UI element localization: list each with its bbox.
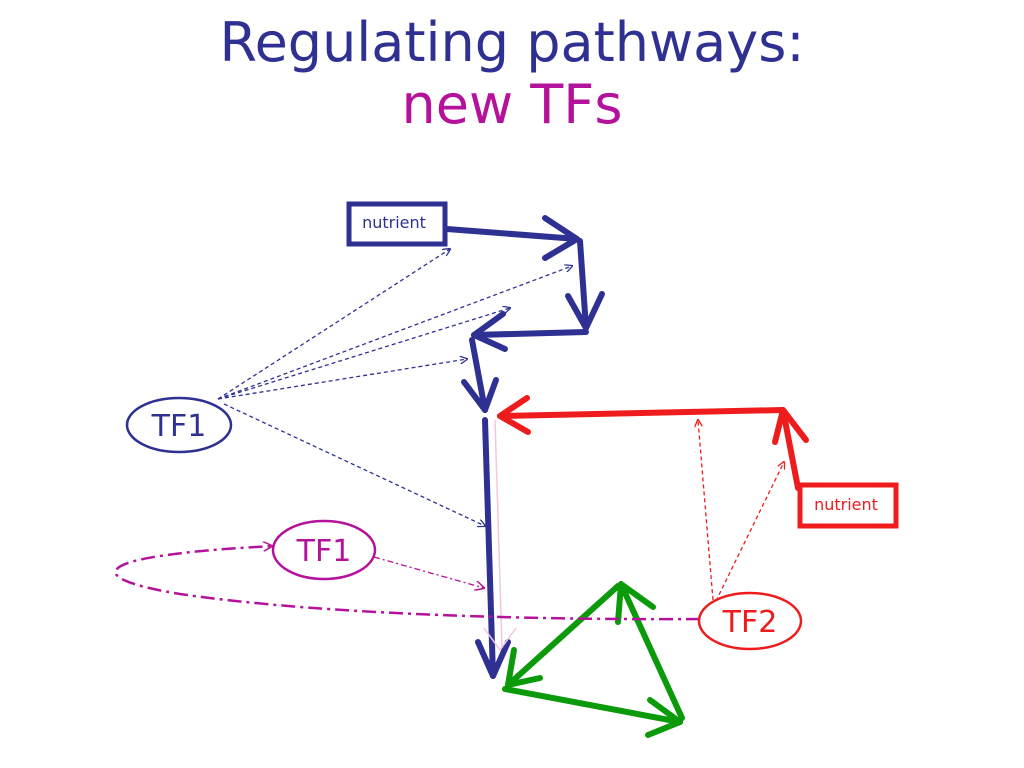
red-arrowhead-2: [497, 395, 531, 435]
magenta-loop: [114, 546, 701, 621]
green-edge-2: [618, 581, 685, 721]
nutrient-blue-label: nutrient: [362, 213, 426, 232]
green-arrowhead-3: [505, 647, 543, 688]
red-pathway: [497, 395, 809, 491]
reg-arrow-5: [223, 403, 485, 526]
reg-arrow-mag: [373, 556, 484, 588]
title-line-1: Regulating pathways:: [219, 11, 805, 74]
blue-arrowhead-4: [461, 377, 499, 413]
nutrient-blue-node: nutrient: [346, 201, 448, 247]
red-edge-1: [780, 407, 801, 491]
loop-path: [114, 546, 701, 621]
tf1-magenta-regulation: [373, 556, 484, 588]
green-edge-3: [505, 583, 621, 688]
reg-arrow-1: [217, 249, 450, 400]
slide-title: Regulating pathways: new TFs: [0, 12, 1024, 136]
tf2-red-node: TF2: [697, 591, 803, 651]
reg-arrow-4: [217, 359, 467, 400]
nutrient-red-label: nutrient: [814, 495, 878, 514]
blue-edge-1: [444, 226, 580, 242]
tf1-magenta-label: TF1: [296, 534, 352, 569]
blue-edge-5: [482, 417, 496, 679]
blue-edge-3: [471, 329, 589, 338]
tf2-red-label: TF2: [722, 605, 778, 640]
reg-arrow-red-1: [698, 420, 714, 601]
green-edge-1: [502, 686, 683, 725]
green-arrowhead-2: [615, 581, 656, 625]
blue-arrowhead-1: [542, 215, 580, 261]
blue-arrowhead-5: [475, 639, 511, 679]
green-arrowhead-1: [645, 697, 683, 738]
reg-arrow-red-2: [715, 462, 784, 602]
title-line-2: new TFs: [401, 73, 623, 136]
tf1-blue-node: TF1: [125, 396, 233, 454]
blue-pathway: [444, 215, 605, 679]
blue-edge-2: [577, 238, 589, 331]
tf2-red-regulation: [698, 420, 784, 602]
blue-arrowhead-3: [471, 311, 508, 352]
blue-edge-4: [469, 337, 488, 413]
red-edge-2: [497, 407, 786, 419]
reg-arrow-3: [217, 308, 510, 400]
tf1-blue-regulation: [217, 249, 572, 526]
faint-trace: [483, 419, 517, 652]
tf1-blue-label: TF1: [151, 409, 207, 444]
nutrient-red-node: nutrient: [797, 482, 899, 529]
blue-arrowhead-2: [565, 291, 605, 331]
reg-arrow-2: [217, 266, 572, 400]
tf1-magenta-node: TF1: [271, 519, 377, 581]
green-pathway: [502, 581, 685, 738]
